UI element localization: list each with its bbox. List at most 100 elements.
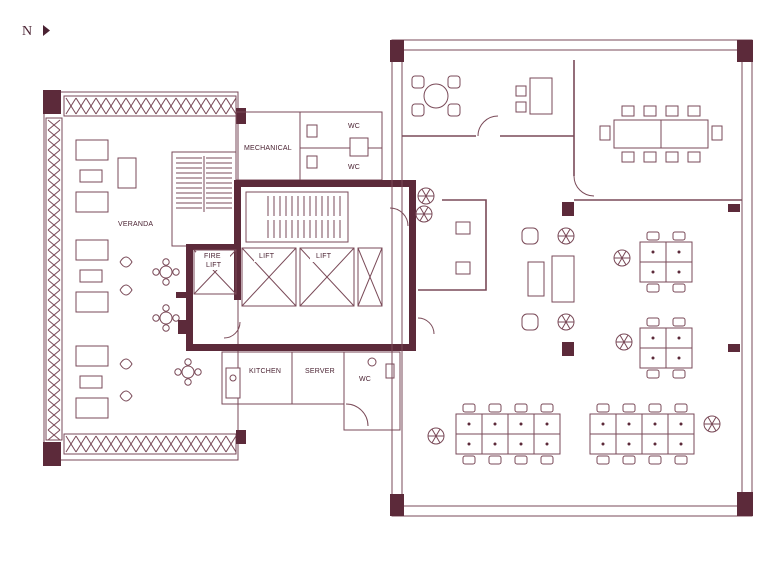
chair [648,403,662,413]
door-swing [345,403,369,427]
chair [674,403,688,413]
workstation-dot [467,442,471,446]
coffee-table [79,375,103,389]
chair [174,368,182,376]
toilet-icon [385,363,395,379]
room-label-lift-2: LIFT [316,253,332,260]
workstation-dot [651,356,655,360]
column [236,430,246,444]
workstation-dot [677,250,681,254]
stool [455,261,471,275]
chair [672,369,686,379]
sofa [75,239,109,261]
workstation-dot [467,422,471,426]
chair [599,125,611,141]
chair [648,455,662,465]
chair [672,231,686,241]
chair [622,403,636,413]
room-label-lift-1: LIFT [259,253,275,260]
fire-lift-shaft [193,249,237,295]
plants [415,187,721,445]
chair [462,455,476,465]
chair [184,358,192,366]
chair [447,75,461,89]
chair [674,455,688,465]
sofa [75,291,109,313]
workstation-dot [601,422,605,426]
building-core: MECHANICAL WC WC FIRE LIFT [171,111,435,431]
chair [162,324,170,332]
door-swing [573,175,595,197]
chair [687,105,701,117]
chair [515,101,527,113]
armchair [521,313,539,331]
workstation-dot [627,422,631,426]
room-label-fire: FIRE [204,253,221,260]
sofa [75,191,109,213]
chair [665,151,679,163]
round-table [159,311,173,325]
workstation-dot [519,422,523,426]
sofa [75,345,109,367]
lounge-chair [119,390,133,402]
chair [162,278,170,286]
chair [646,317,660,327]
room-label-wc-bottom: WC [359,376,371,383]
chair [643,151,657,163]
server-room [291,351,345,405]
lift-shaft-2 [299,247,355,307]
planter-foliage [47,97,237,453]
core-wall-north [234,180,416,187]
armchair [117,157,137,189]
stair-treads [176,156,232,212]
lounge-chair [119,358,133,370]
chair [162,304,170,312]
room-label-fire-lift: LIFT [206,262,222,269]
lounge-chair [119,256,133,268]
office-inner-line [401,49,743,507]
coffee-table [527,261,545,297]
workstation-dot [545,422,549,426]
planter-south [63,433,237,455]
workstation-dot [627,442,631,446]
chair [152,268,160,276]
chair [411,75,425,89]
wc-room-south [343,351,401,431]
chair [643,105,657,117]
planter-north [63,95,237,117]
service-shaft [357,247,383,307]
workstation-dot [545,442,549,446]
column [562,342,574,356]
workstation-dot [677,336,681,340]
round-table [159,265,173,279]
reception-counter [418,199,487,291]
veranda-furniture [75,139,202,419]
chair [621,105,635,117]
chair [172,268,180,276]
core-wall-south [186,344,416,351]
column [236,108,246,124]
north-indicator: N [22,24,50,39]
chair [515,85,527,97]
chair [540,455,554,465]
chair [596,455,610,465]
sofa [75,397,109,419]
room-label-server: SERVER [305,368,335,375]
basin-icon [367,357,377,367]
chair [411,103,425,117]
workstation-dot [653,442,657,446]
chair [596,403,610,413]
coffee-table [79,269,103,283]
office-outline [391,39,753,517]
staircase-core [245,191,349,243]
workstation-dot [677,356,681,360]
lift-shaft-1 [241,247,297,307]
chair [514,403,528,413]
door-swing [477,115,499,137]
chair [665,105,679,117]
chair [514,455,528,465]
north-arrow-icon [43,25,50,36]
coffee-table [79,169,103,183]
chair [462,403,476,413]
workstation-dot [601,442,605,446]
